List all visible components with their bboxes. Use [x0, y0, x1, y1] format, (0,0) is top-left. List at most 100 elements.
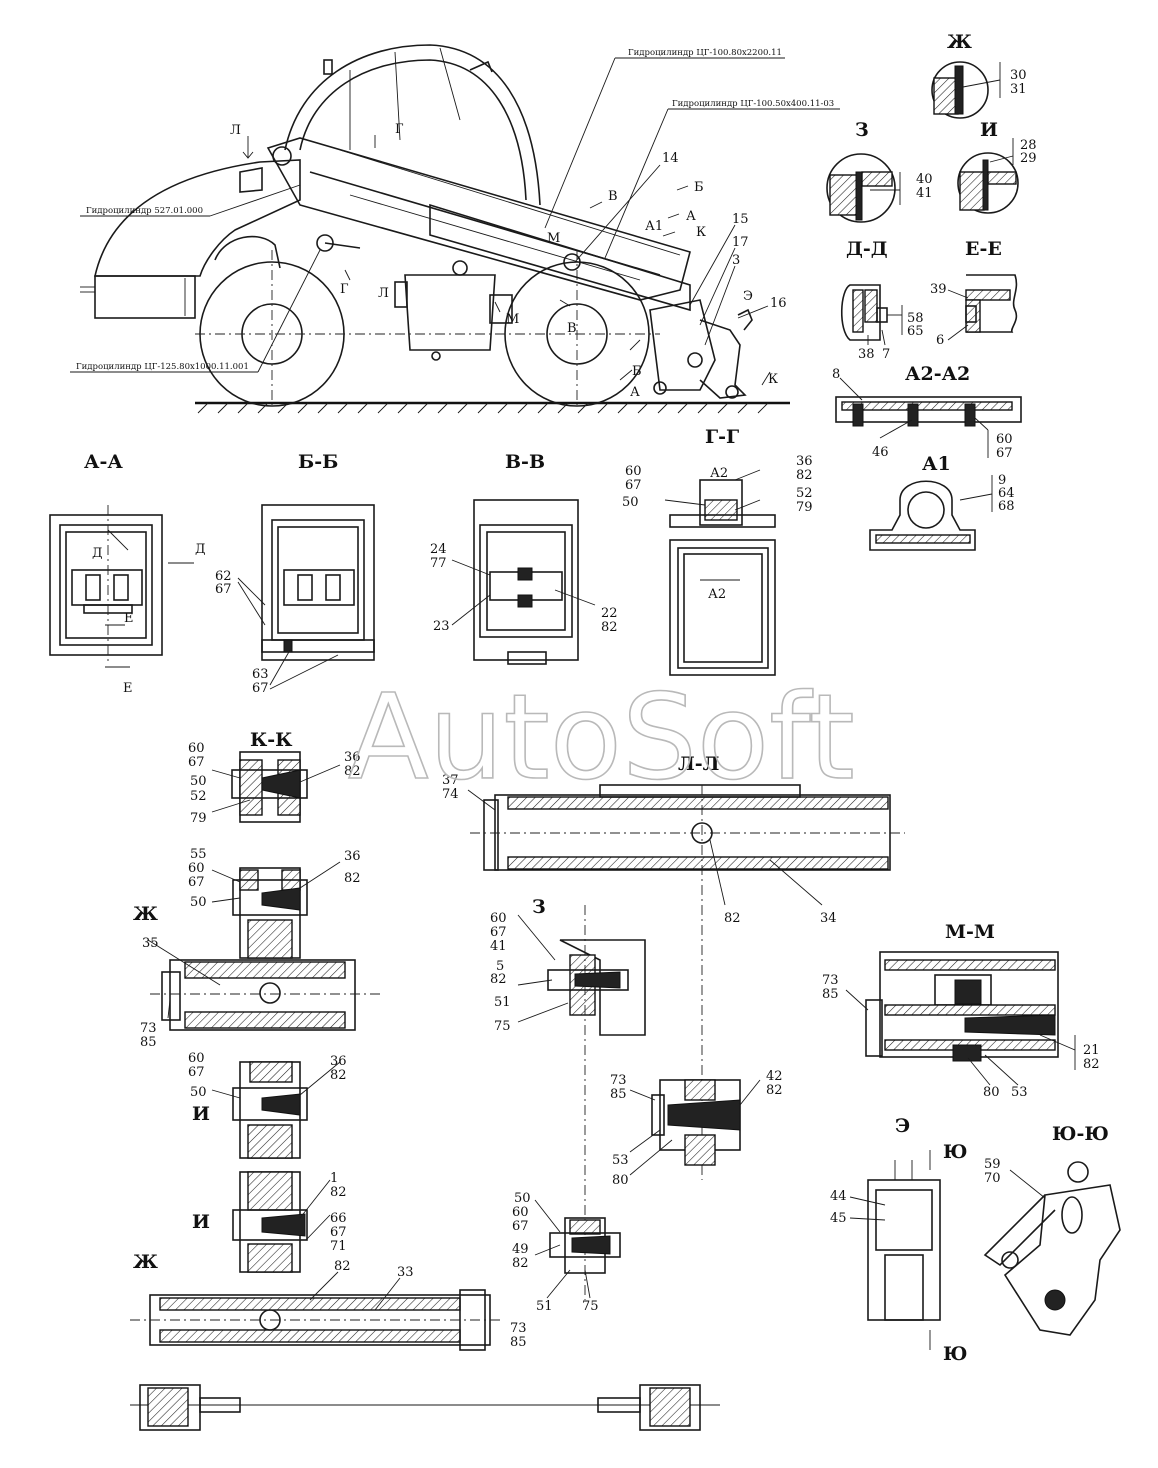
mark-v2: В: [567, 321, 577, 336]
callout-46: 46: [872, 445, 889, 460]
mark-d2: Д: [195, 542, 206, 557]
callout-51a: 51: [494, 995, 511, 1010]
callout-41b: 41: [490, 939, 507, 954]
callout-73b: 73: [510, 1321, 527, 1336]
detail-z: [826, 153, 901, 223]
callout-50d: 50: [190, 1085, 207, 1100]
callout-82i: 82: [490, 972, 507, 987]
mark-e: Э: [743, 289, 753, 304]
mark-i-2: И: [192, 1211, 210, 1233]
callout-42: 42: [766, 1069, 783, 1084]
pin-joint-lower: [534, 1199, 621, 1299]
mark-yu-2: Ю: [943, 1343, 967, 1365]
callout-52b: 52: [190, 789, 207, 804]
cylinder-note-3: Гидроцилиндр 527.01.000: [86, 206, 203, 216]
callout-36c: 36: [344, 849, 361, 864]
mark-a1: А1: [645, 219, 663, 234]
joint-middle: [211, 1061, 341, 1159]
callout-36d: 36: [330, 1054, 347, 1069]
section-ee-title: Е-Е: [965, 238, 1002, 260]
callout-16: 16: [770, 296, 787, 311]
section-z-title: З: [855, 119, 869, 141]
section-gg: [664, 469, 776, 676]
callout-75b: 75: [582, 1299, 599, 1314]
callout-6: 6: [936, 333, 944, 348]
callout-17: 17: [732, 235, 749, 250]
section-kk: [211, 751, 341, 823]
callout-60g: 60: [512, 1205, 529, 1220]
mark-d: Д: [92, 546, 103, 561]
callout-29: 29: [1020, 151, 1037, 166]
callout-28: 28: [1020, 138, 1037, 153]
section-bb: [237, 504, 375, 690]
callout-36a: 36: [796, 454, 813, 469]
callout-67d: 67: [625, 478, 642, 493]
mark-m: М: [547, 231, 560, 246]
callout-82a: 82: [601, 620, 618, 635]
mark-l2: Л: [378, 286, 389, 301]
mark-v: В: [608, 189, 618, 204]
callout-5: 5: [496, 959, 504, 974]
section-yuyu-title: Ю-Ю: [1052, 1123, 1109, 1145]
mark-m2: М: [506, 312, 519, 327]
section-kk-title: К-К: [250, 729, 293, 751]
callout-80a: 80: [612, 1173, 629, 1188]
bracket-center: [517, 905, 646, 1300]
callout-82c: 82: [344, 764, 361, 779]
mark-z: З: [532, 896, 546, 918]
callout-7: 7: [882, 347, 890, 362]
callout-1: 1: [330, 1171, 338, 1186]
callout-73d: 73: [822, 973, 839, 988]
callout-73c: 73: [610, 1073, 627, 1088]
callout-14: 14: [662, 151, 679, 166]
callout-59: 59: [984, 1157, 1001, 1172]
callout-67e: 67: [188, 755, 205, 770]
detail-ee: [947, 274, 1018, 341]
callout-53a: 53: [612, 1153, 629, 1168]
mark-g: Г: [395, 122, 404, 137]
callout-60d: 60: [188, 861, 205, 876]
callout-40: 40: [916, 172, 933, 187]
mark-e1: Е: [124, 611, 134, 626]
joint-lower: [232, 1171, 331, 1273]
callout-77: 77: [430, 556, 447, 571]
callout-85c: 85: [610, 1087, 627, 1102]
section-aa: [49, 505, 194, 668]
callout-36b: 36: [344, 750, 361, 765]
callout-82j: 82: [766, 1083, 783, 1098]
callout-58: 58: [907, 311, 924, 326]
callout-85d: 85: [822, 987, 839, 1002]
callout-67g: 67: [188, 1065, 205, 1080]
callout-82k: 82: [512, 1256, 529, 1271]
callout-50c: 50: [190, 895, 207, 910]
callout-55: 55: [190, 847, 207, 862]
section-i-title: И: [980, 119, 998, 141]
mark-g2: Г: [340, 282, 349, 297]
callout-44: 44: [830, 1189, 847, 1204]
section-ll: [467, 784, 905, 1180]
mark-a2-top: А2: [710, 466, 728, 481]
section-mm: [845, 951, 1076, 1086]
callout-82g: 82: [334, 1259, 351, 1274]
callout-38: 38: [858, 347, 875, 362]
mark-k2: К: [768, 372, 778, 387]
mark-a: А: [686, 209, 696, 224]
mark-i-1: И: [192, 1103, 210, 1125]
callout-15: 15: [732, 212, 749, 227]
callout-39: 39: [930, 282, 947, 297]
callout-71: 71: [330, 1239, 347, 1254]
callout-24: 24: [430, 542, 447, 557]
callout-64: 64: [998, 486, 1015, 501]
callout-33: 33: [397, 1265, 414, 1280]
section-vv: [451, 499, 596, 665]
callout-37: 37: [442, 773, 459, 788]
callout-70: 70: [984, 1171, 1001, 1186]
detail-i: [957, 138, 1019, 214]
mark-k: К: [696, 225, 706, 240]
callout-50e: 50: [514, 1191, 531, 1206]
shaft-33: [130, 1271, 720, 1431]
callout-79b: 79: [190, 811, 207, 826]
callout-67b: 67: [215, 582, 232, 597]
callout-75a: 75: [494, 1019, 511, 1034]
